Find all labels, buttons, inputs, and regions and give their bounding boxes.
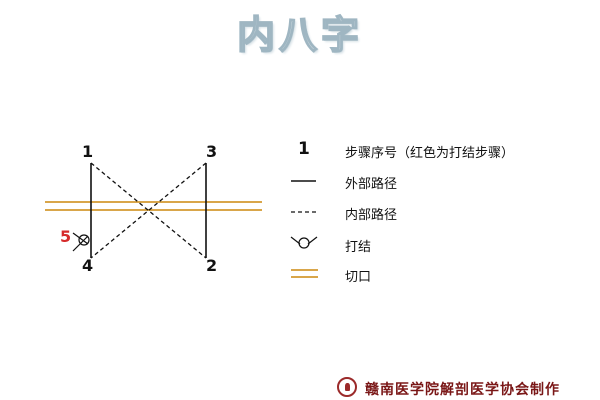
point-label-5: 5 bbox=[60, 227, 72, 246]
page-title: 内八字 bbox=[236, 12, 363, 58]
legend-step-desc: 步骤序号（红色为打结步骤） bbox=[345, 146, 515, 161]
inner-path-1-to-2 bbox=[90, 162, 207, 259]
legend-knot-desc: 打结 bbox=[345, 240, 372, 255]
inner-path-3-to-4 bbox=[90, 162, 207, 259]
footer-credit: 赣南医学院解剖医学协会制作 bbox=[365, 382, 560, 398]
legend-step-number: 1 bbox=[298, 139, 310, 159]
point-label-2: 2 bbox=[206, 256, 218, 275]
society-seal-icon bbox=[337, 377, 357, 397]
knot-icon bbox=[72, 232, 90, 252]
point-label-3: 3 bbox=[206, 142, 218, 161]
point-label-4: 4 bbox=[82, 256, 94, 275]
legend-inner-path-desc: 内部路径 bbox=[345, 208, 398, 223]
legend-incision-desc: 切口 bbox=[345, 270, 372, 285]
point-label-1: 1 bbox=[82, 142, 94, 161]
legend-outer-path-desc: 外部路径 bbox=[345, 177, 398, 192]
legend-knot-icon bbox=[290, 236, 318, 249]
